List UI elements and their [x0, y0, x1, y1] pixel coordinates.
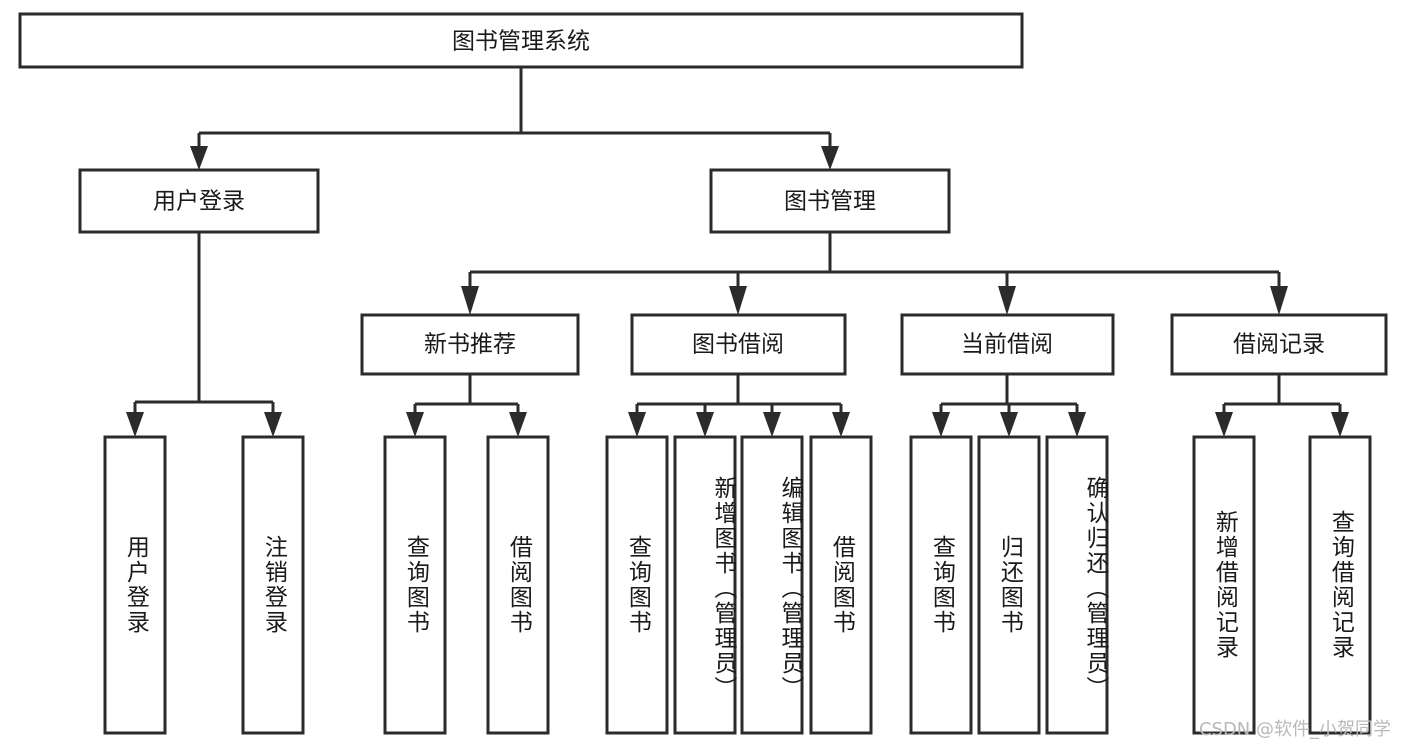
node-bookmgmt[interactable]: 图书管理: [709, 168, 951, 234]
arrow-to-borrow: [729, 286, 747, 315]
nodes-layer: 图书管理系统 用户登录 图书管理 新书推荐 图书借阅 当前: [18, 12, 1388, 735]
node-borrow-box[interactable]: [630, 313, 847, 376]
arrow-to-leaf6: [696, 412, 714, 437]
arrow-to-records: [1270, 286, 1288, 315]
node-leaf10-box[interactable]: [977, 435, 1041, 735]
node-newbook-box[interactable]: [360, 313, 580, 376]
arrow-to-current: [998, 286, 1016, 315]
node-borrow[interactable]: 图书借阅: [630, 313, 847, 376]
node-leaf9-box[interactable]: [909, 435, 973, 735]
arrow-to-leaf8: [832, 412, 850, 437]
node-leaf13-box[interactable]: [1308, 435, 1372, 735]
node-current-box[interactable]: [900, 313, 1115, 376]
node-newbook-label: 新书推荐: [424, 332, 516, 358]
edges-layer: [126, 67, 1349, 437]
node-bookmgmt-box[interactable]: [709, 168, 951, 234]
node-borrow-label: 图书借阅: [692, 332, 784, 358]
arrow-to-login: [190, 146, 208, 170]
node-leaf7-box[interactable]: [740, 435, 804, 735]
arrow-to-leaf3: [406, 412, 424, 437]
arrow-to-leaf7: [763, 412, 781, 437]
arrow-to-leaf11: [1068, 412, 1086, 437]
node-leaf6-box[interactable]: [673, 435, 737, 735]
node-current[interactable]: 当前借阅: [900, 313, 1115, 376]
node-leaf2-box[interactable]: [241, 435, 305, 735]
node-leaf3-box[interactable]: [383, 435, 447, 735]
arrow-to-leaf2: [264, 412, 282, 437]
node-leaf4-box[interactable]: [486, 435, 550, 735]
node-records-box[interactable]: [1170, 313, 1388, 376]
node-leaf11-box[interactable]: [1045, 435, 1109, 735]
node-root-label: 图书管理系统: [452, 29, 590, 55]
arrow-to-newbook: [461, 286, 479, 315]
node-records-label: 借阅记录: [1233, 332, 1325, 358]
arrow-to-leaf10: [1000, 412, 1018, 437]
node-newbook[interactable]: 新书推荐: [360, 313, 580, 376]
arrow-to-leaf4: [509, 412, 527, 437]
arrow-to-leaf5: [628, 412, 646, 437]
arrow-to-leaf9: [932, 412, 950, 437]
node-leaf1-box[interactable]: [103, 435, 167, 735]
node-login-label: 用户登录: [153, 189, 245, 215]
node-current-label: 当前借阅: [961, 332, 1053, 358]
node-leaf8-box[interactable]: [809, 435, 873, 735]
node-leaf5-box[interactable]: [605, 435, 669, 735]
node-login[interactable]: 用户登录: [78, 168, 320, 234]
arrow-to-leaf1: [126, 412, 144, 437]
node-leaf12-box[interactable]: [1192, 435, 1256, 735]
node-login-box[interactable]: [78, 168, 320, 234]
node-bookmgmt-label: 图书管理: [784, 189, 876, 215]
node-records[interactable]: 借阅记录: [1170, 313, 1388, 376]
arrow-to-bookmgmt: [821, 146, 839, 170]
node-root-box[interactable]: [18, 12, 1024, 69]
arrow-to-leaf12: [1215, 412, 1233, 437]
arrow-to-leaf13: [1331, 412, 1349, 437]
node-root[interactable]: 图书管理系统: [18, 12, 1024, 69]
